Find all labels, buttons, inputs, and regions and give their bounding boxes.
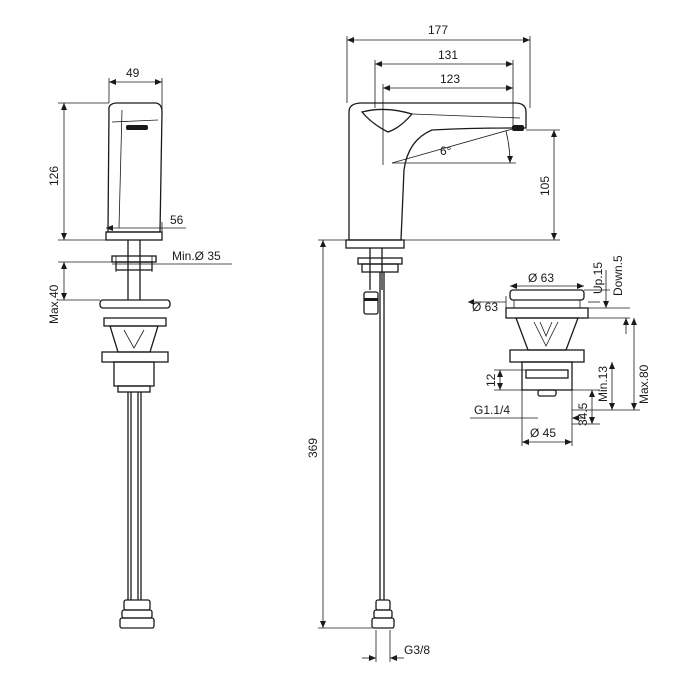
front-fix-nut (361, 263, 399, 273)
side-waste-spring (123, 329, 145, 349)
side-waste-flange (101, 351, 169, 363)
front-washer (357, 257, 403, 265)
dim-front-hose-label: 369 (306, 438, 320, 458)
side-fix-nut (115, 261, 153, 271)
dim-front-angle-label: 6° (440, 144, 452, 158)
side-body-edge (118, 109, 123, 229)
waste-spring-inner (539, 321, 553, 338)
dim-waste-cap-side-label: Ø 63 (472, 300, 498, 314)
side-view: 49 126 56 Min.Ø 35 Max.40 (47, 66, 232, 629)
side-aerator (126, 125, 148, 130)
dim-front-spout-label: 105 (538, 176, 552, 196)
side-washer (111, 255, 157, 263)
dim-waste-up-label: Up.15 (591, 262, 605, 294)
side-hose-fitting-1 (123, 599, 151, 611)
dim-waste-body-label: 34.5 (576, 402, 590, 426)
dim-front-angle-line (391, 127, 517, 164)
dim-front-reach-inner-label: 123 (440, 72, 460, 86)
waste-body (521, 361, 573, 391)
front-body-outline (348, 102, 527, 241)
front-aerator (512, 125, 524, 131)
dim-waste-max-label: Max.80 (637, 364, 651, 404)
dim-side-width-label: 49 (126, 66, 140, 80)
dim-waste-nut-label: 12 (484, 373, 498, 387)
dim-front-angle-arc (505, 130, 513, 164)
waste-tail (537, 389, 557, 397)
dim-waste-body-dia-label: Ø 45 (530, 426, 556, 440)
dim-front-reach-outer-label: 131 (438, 48, 458, 62)
front-view: 177 131 123 6° 105 369 G3/8 (306, 23, 560, 662)
side-base-plate (105, 231, 163, 241)
side-waste-ring (103, 317, 167, 327)
dim-side-height-label: 126 (47, 166, 61, 186)
waste-ring (505, 307, 589, 319)
dim-side-base-label: 56 (170, 213, 184, 227)
side-waste-body (113, 361, 155, 387)
waste-flange (509, 349, 585, 363)
side-waste-nut (117, 385, 151, 393)
front-spout-edge (411, 113, 521, 119)
dim-front-thread-label: G3/8 (404, 643, 430, 657)
side-body-top (111, 119, 159, 123)
front-hose-fitting-2 (373, 609, 393, 619)
waste-nut (525, 369, 569, 379)
dim-front-overall-label: 177 (428, 23, 448, 37)
waste-spring (533, 321, 559, 347)
front-hose-fitting-3 (371, 617, 395, 629)
side-hose-fitting-3 (119, 617, 155, 629)
waste-cap (509, 289, 585, 301)
dim-waste-thread-label: G1.1/4 (474, 403, 510, 417)
dim-waste-min-label: Min.13 (596, 366, 610, 402)
front-hose-clip (363, 291, 379, 315)
side-body-outline (107, 102, 163, 233)
side-waste-cap (99, 299, 171, 309)
dim-side-max-label: Max.40 (47, 284, 61, 324)
waste-detail-view: Up.15 Down.5 Ø 63 Ø 63 Min.13 Max.80 12 … (468, 255, 651, 446)
dim-side-hole-label: Min.Ø 35 (172, 249, 221, 263)
dim-waste-down-label: Down.5 (611, 255, 625, 296)
side-hose-fitting-2 (121, 609, 153, 619)
front-hose-clip-band (364, 298, 378, 301)
dim-waste-cap-side-arrow (468, 299, 474, 305)
front-base-plate (345, 239, 405, 249)
front-hose-fitting-1 (375, 599, 391, 611)
dim-waste-cap-top-label: Ø 63 (528, 271, 554, 285)
front-lever (360, 108, 414, 133)
